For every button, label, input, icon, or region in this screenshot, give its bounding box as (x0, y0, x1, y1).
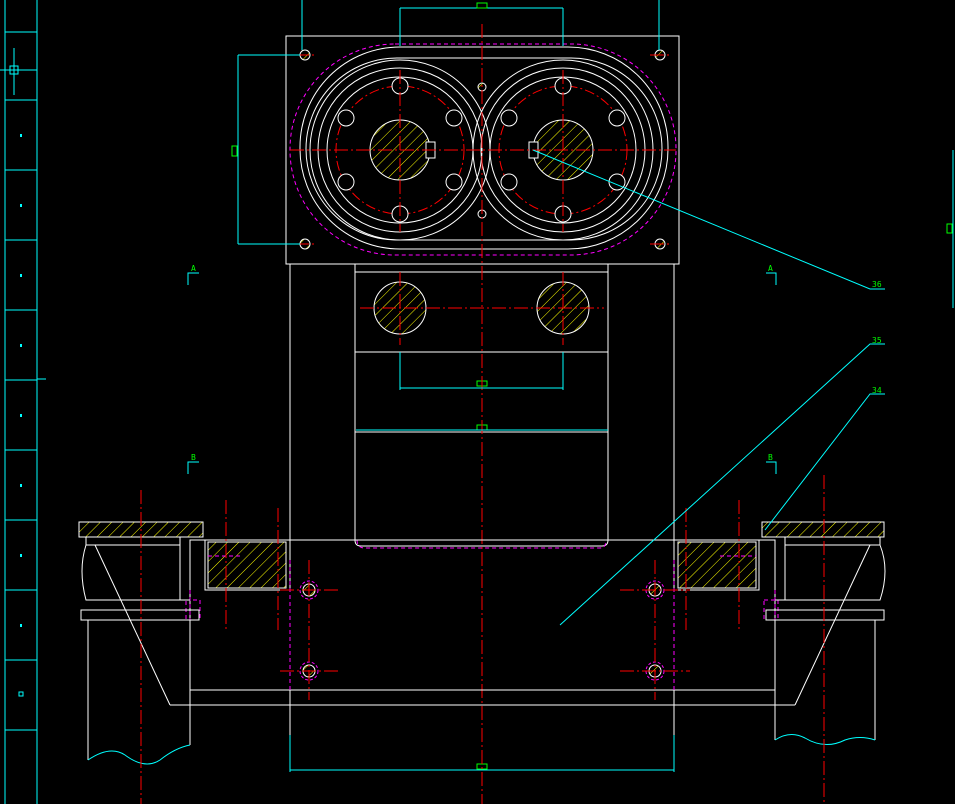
crosshair-cursor-icon (0, 48, 37, 95)
column-centerlines (360, 24, 604, 804)
dimension-lines-bottom (289, 735, 675, 772)
right-support (765, 536, 886, 740)
section-marker-symbols (187, 272, 777, 474)
section-a-right-label: A (768, 264, 773, 273)
left-support (80, 536, 200, 760)
section-b-left-label: B (191, 453, 196, 462)
callout-34-label: 34 (872, 386, 882, 395)
section-b-right-label: B (768, 453, 773, 462)
left-toolbar[interactable] (4, 0, 46, 804)
base-centerlines (140, 475, 825, 804)
right-break-line (774, 734, 876, 745)
dimension-lines-top (237, 0, 954, 308)
column-hidden-line (356, 539, 607, 549)
callout-36-label: 36 (872, 280, 882, 289)
column-body (289, 263, 675, 547)
toolbar-ticks (18, 134, 24, 697)
leader-lines (532, 149, 885, 626)
left-break-line (87, 744, 191, 765)
gear-centerlines (290, 54, 676, 245)
column-dimensions (356, 352, 608, 431)
callout-35-label: 35 (872, 336, 882, 345)
section-a-left-label: A (191, 264, 196, 273)
